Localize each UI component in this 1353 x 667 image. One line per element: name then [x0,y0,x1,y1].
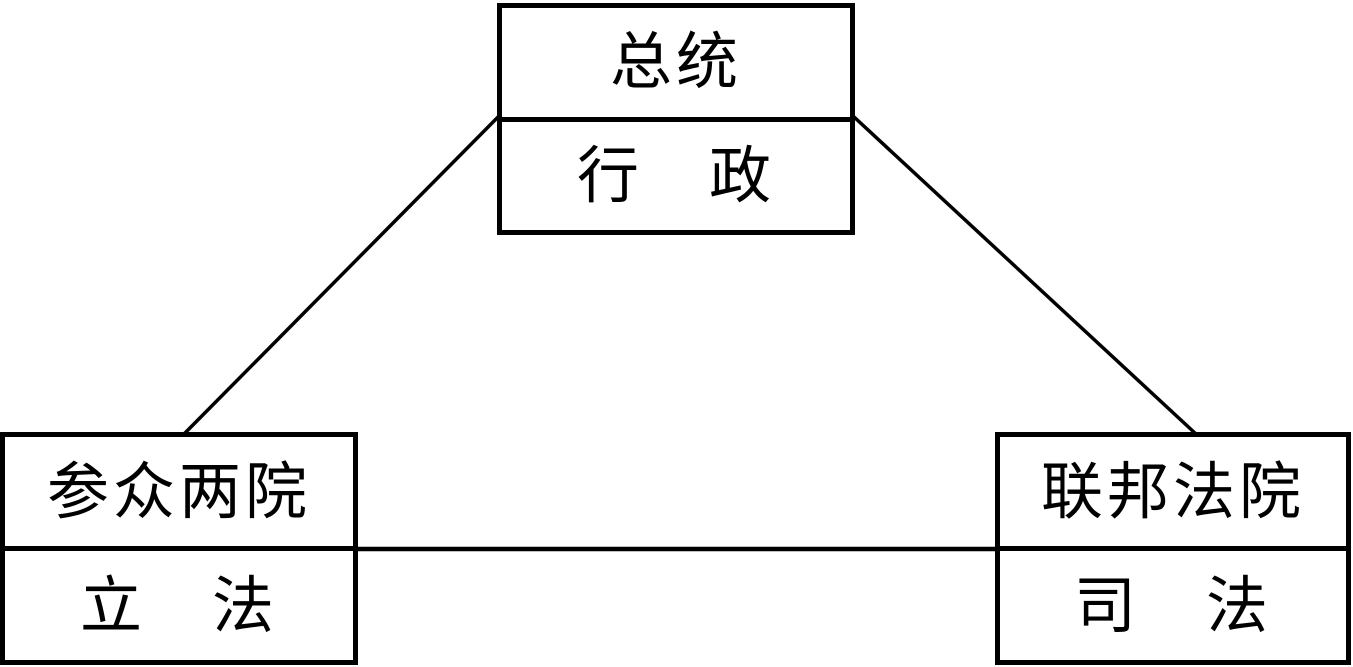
judicial-institution-label: 联邦法院 [1000,437,1346,551]
legislative-institution-label: 参众两院 [5,437,353,551]
legislative-branch-label: 立 法 [79,568,278,642]
edge-executive-legislative [182,114,501,436]
executive-branch-label: 行 政 [576,138,775,212]
executive-institution-label: 总统 [502,8,850,122]
edge-executive-judicial [851,114,1198,436]
node-legislative: 参众两院 立 法 [0,432,358,665]
judicial-branch-label: 司 法 [1073,568,1272,642]
node-judicial: 联邦法院 司 法 [995,432,1351,665]
node-executive: 总统 行 政 [497,3,855,235]
